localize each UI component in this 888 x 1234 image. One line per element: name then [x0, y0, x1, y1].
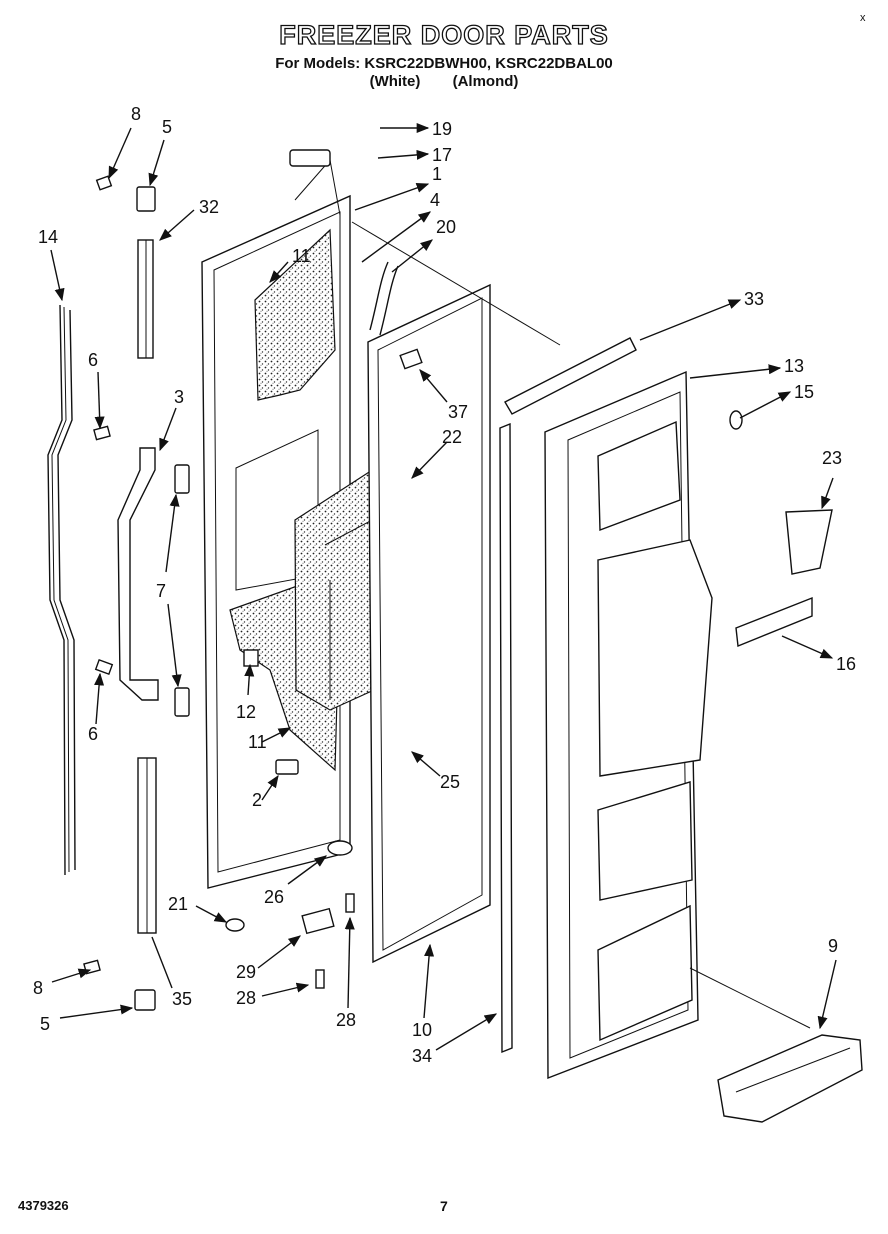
- callout-11-top: 11: [292, 246, 311, 266]
- color-variants: (White) (Almond): [0, 73, 888, 90]
- callout-22: 22: [442, 427, 462, 447]
- leader-lines: [50, 122, 837, 1051]
- callout-2: 2: [252, 790, 262, 810]
- callout-3: 3: [174, 387, 184, 407]
- callout-4: 4: [430, 190, 440, 210]
- callout-13: 13: [784, 356, 804, 376]
- variant-almond: (Almond): [452, 73, 519, 90]
- callout-26: 26: [264, 887, 284, 907]
- bottom-fasteners: [301, 840, 355, 989]
- callout-33: 33: [744, 289, 764, 309]
- models-line: For Models: KSRC22DBWH00, KSRC22DBAL00: [275, 55, 613, 72]
- callout-8-bottom: 8: [33, 978, 43, 998]
- callout-15: 15: [794, 382, 814, 402]
- dispenser-parts: [729, 410, 833, 647]
- callout-1: 1: [432, 164, 442, 184]
- gasket-strip: [47, 304, 76, 876]
- top-trim: [351, 221, 637, 415]
- callout-23: 23: [822, 448, 842, 468]
- door-liner: [544, 370, 713, 1080]
- callout-28-left: 28: [236, 988, 256, 1008]
- callout-32: 32: [199, 197, 219, 217]
- callout-21: 21: [168, 894, 188, 914]
- diagram-title: FREEZER DOOR PARTS: [279, 19, 609, 50]
- callout-9: 9: [828, 936, 838, 956]
- callout-6-bottom: 6: [88, 724, 98, 744]
- door-gasket-frame: [367, 283, 491, 964]
- door-bin: [689, 967, 863, 1123]
- callout-25: 25: [440, 772, 460, 792]
- callout-10: 10: [412, 1020, 432, 1040]
- document-number: 4379326: [18, 1198, 69, 1213]
- callout-28-right: 28: [336, 1010, 356, 1030]
- callout-37: 37: [448, 402, 468, 422]
- corner-mark: x: [860, 12, 866, 24]
- page-number: 7: [440, 1198, 448, 1214]
- callout-12: 12: [236, 702, 256, 722]
- callout-29: 29: [236, 962, 256, 982]
- callout-7: 7: [156, 581, 166, 601]
- callout-19: 19: [432, 119, 452, 139]
- callout-34: 34: [412, 1046, 432, 1066]
- callout-labels: 8 5 32 14 6 3 7 6 35 8 5 19 17 1 4 20 11…: [33, 104, 856, 1066]
- trim-strip: [499, 422, 513, 1054]
- callout-8-top: 8: [131, 104, 141, 124]
- callout-35: 35: [172, 989, 192, 1009]
- callout-6-top: 6: [88, 350, 98, 370]
- callout-14: 14: [38, 227, 58, 247]
- callout-16: 16: [836, 654, 856, 674]
- callout-17: 17: [432, 145, 452, 165]
- callout-11-bottom: 11: [248, 732, 267, 752]
- bottom-hinge-group: [83, 757, 157, 1011]
- hinge-bracket: [93, 425, 190, 717]
- variant-white: (White): [369, 73, 421, 90]
- top-hinge-group: [95, 175, 156, 359]
- callout-20: 20: [436, 217, 456, 237]
- callout-5-top: 5: [162, 117, 172, 137]
- outer-door-panel: [201, 149, 351, 932]
- callout-5-bottom: 5: [40, 1014, 50, 1034]
